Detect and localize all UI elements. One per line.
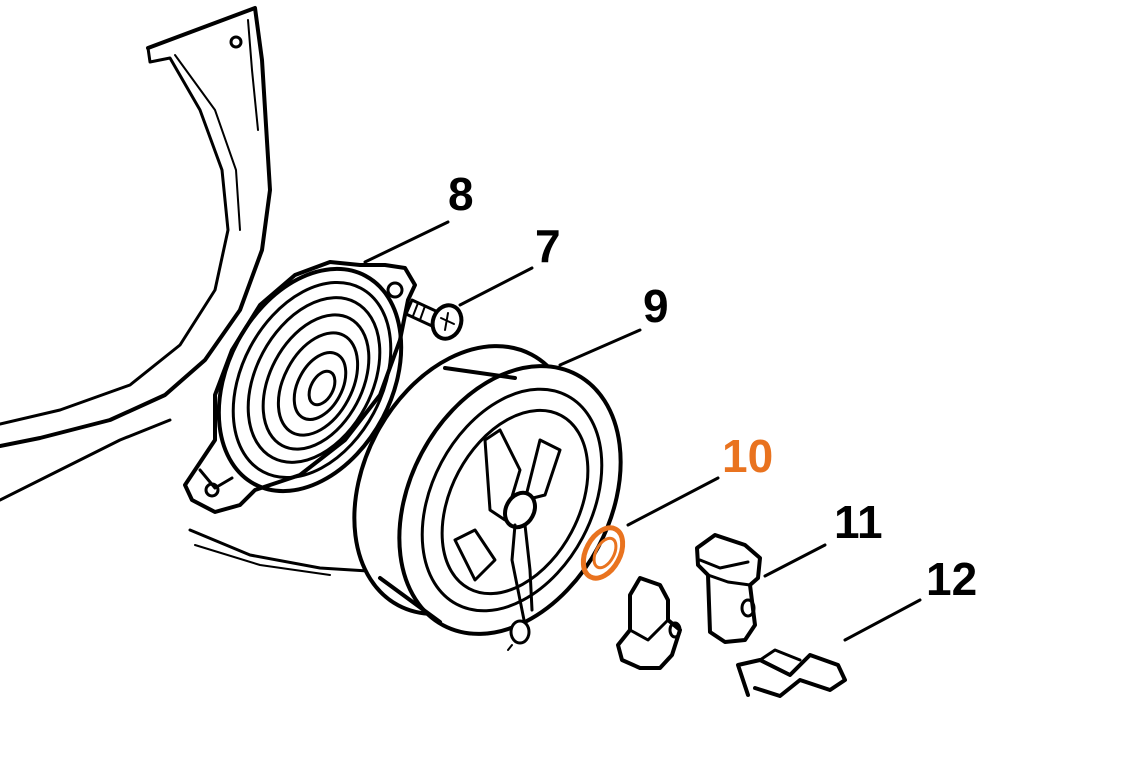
callout-part-12: 12 [926, 553, 977, 605]
spring-clip-part-12 [736, 648, 847, 698]
pawl [616, 576, 682, 670]
leader-line-8 [363, 220, 450, 264]
housing-cover [0, 6, 387, 576]
leader-line-9 [558, 328, 642, 367]
callout-part-9: 9 [643, 280, 669, 332]
cap-part-11 [695, 533, 762, 644]
callout-part-11: 11 [834, 496, 883, 548]
leader-line-12 [843, 598, 922, 642]
screw-part-7 [404, 298, 464, 341]
leader-line-10 [626, 476, 720, 527]
callout-part-10: 10 [722, 430, 773, 482]
leader-line-11 [763, 543, 827, 578]
washer-part-10 [580, 525, 626, 581]
callout-part-7: 7 [535, 220, 561, 272]
callout-labels: 8 7 9 10 11 12 [448, 168, 977, 605]
leader-lines [363, 220, 922, 642]
callout-part-8: 8 [448, 168, 474, 220]
rope-rotor-part-9 [352, 344, 623, 651]
leader-line-7 [458, 266, 534, 307]
spring-housing-part-8 [183, 260, 417, 514]
